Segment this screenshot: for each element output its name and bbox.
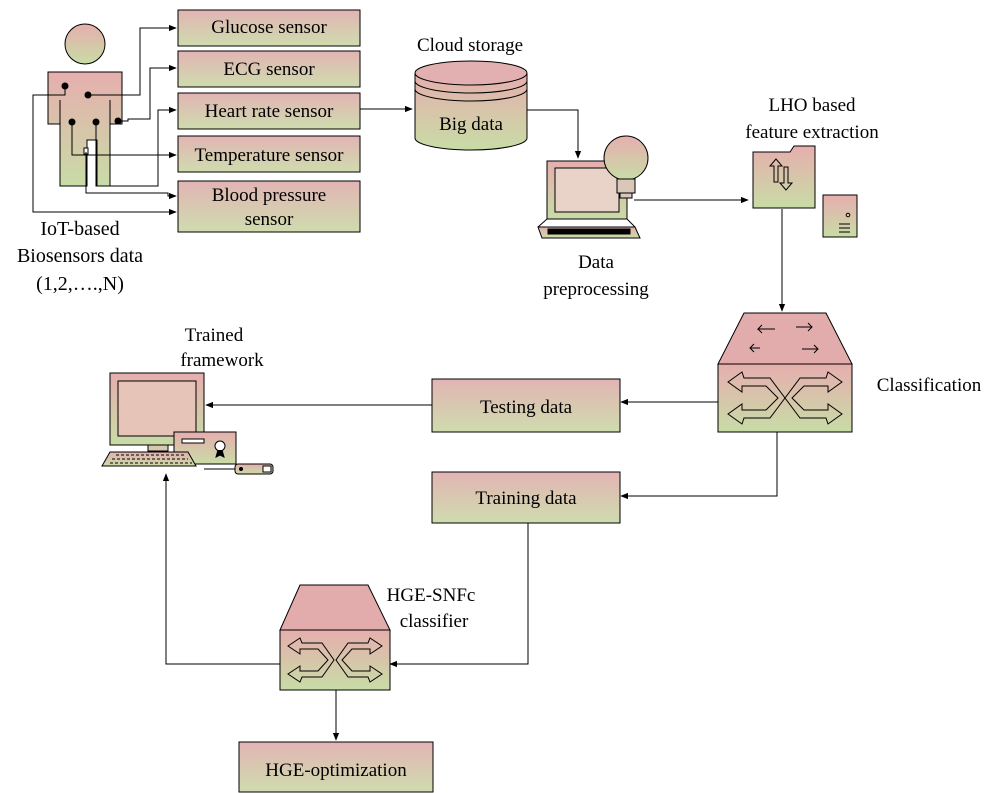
testing-data-label: Testing data (480, 397, 573, 418)
network-switch-icon (717, 312, 853, 433)
trained-label-2: framework (180, 350, 264, 371)
lightbulb-icon (603, 135, 649, 199)
classifier-switch-icon (279, 584, 391, 691)
biosensors-label-1: IoT-based (40, 218, 119, 240)
testing-data-box (431, 378, 621, 433)
heart-rate-sensor-box (177, 92, 361, 130)
training-data-label: Training data (475, 488, 577, 509)
temperature-sensor-box (177, 135, 361, 173)
desktop-computer-icon (101, 372, 274, 475)
preprocessing-label-1: Data (578, 252, 614, 273)
ecg-sensor-box (177, 50, 361, 88)
body-shape (47, 71, 123, 187)
heart-rate-sensor-label: Heart rate sensor (205, 101, 334, 122)
feature-extraction-label-1: LHO based (768, 95, 856, 116)
sensor-boxes (177, 9, 361, 233)
blood-pressure-sensor-box (177, 180, 361, 233)
optimization-box (238, 741, 434, 793)
classification-label: Classification (877, 375, 982, 396)
glucose-sensor-box (177, 9, 361, 47)
arrow-to-training (620, 432, 778, 500)
trained-label-1: Trained (185, 325, 244, 346)
big-data-label: Big data (439, 114, 503, 135)
biosensors-label-2: Biosensors data (17, 245, 143, 267)
biosensors-label-3: (1,2,….,N) (36, 273, 124, 295)
arrow-to-classifier (389, 523, 529, 668)
folder-transfer-icon (752, 145, 816, 209)
training-data-box (431, 471, 621, 524)
glucose-sensor-label: Glucose sensor (211, 17, 327, 38)
server-icon (822, 194, 858, 238)
preprocessing-label-2: preprocessing (543, 279, 649, 300)
database-icon (414, 60, 528, 151)
blood-pressure-sensor-label-1: Blood pressure (212, 185, 327, 206)
temperature-sensor-label: Temperature sensor (194, 145, 344, 166)
ecg-sensor-label: ECG sensor (223, 59, 315, 80)
head-shape (64, 23, 106, 65)
optimization-label: HGE-optimization (265, 760, 407, 781)
arrow-to-preprocessing (527, 109, 582, 159)
classifier-label-1: HGE-SNFc (387, 585, 476, 606)
feature-extraction-label-2: feature extraction (745, 122, 879, 143)
classifier-label-2: classifier (400, 611, 469, 632)
cloud-storage-title: Cloud storage (417, 35, 523, 56)
sensor-wires (32, 24, 177, 216)
blood-pressure-sensor-label-2: sensor (245, 209, 294, 230)
arrow-to-trained-from-classifier (162, 473, 280, 665)
human-figure-icon (47, 23, 123, 187)
